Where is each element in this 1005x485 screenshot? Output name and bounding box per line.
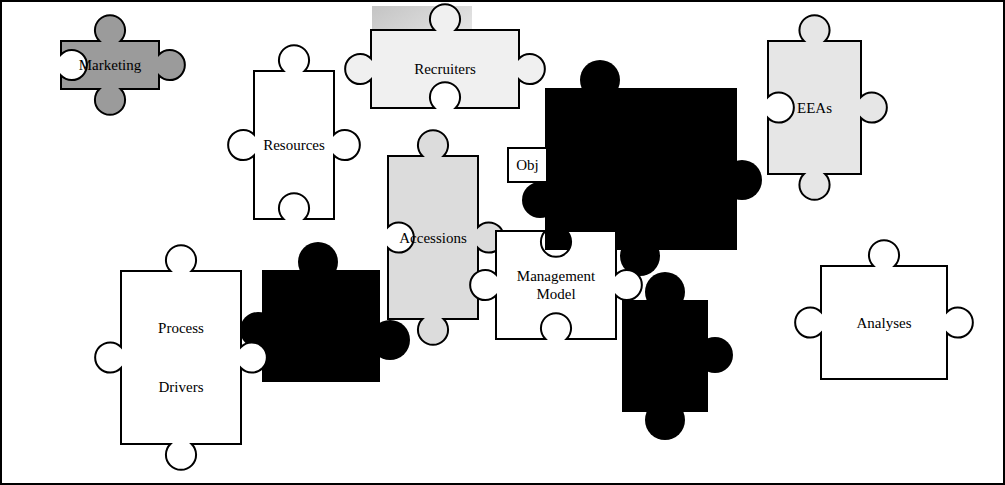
piece-body: Recruiters — [379, 38, 511, 100]
piece-shape — [795, 240, 973, 379]
piece-label: Obj — [516, 156, 539, 174]
puzzle-piece: EEAs — [742, 15, 887, 200]
puzzle-piece: Analyses — [795, 240, 973, 405]
piece-label: Analyses — [857, 314, 912, 332]
piece-label: Resources — [263, 136, 325, 154]
piece-label: Management Model — [506, 267, 606, 303]
piece-shape — [228, 45, 360, 219]
piece-shape — [470, 231, 642, 339]
black-piece — [622, 272, 733, 440]
piece-label: Drivers — [159, 378, 204, 396]
piece-label: Process — [158, 319, 204, 337]
piece-label: Marketing — [79, 56, 141, 74]
puzzle-piece: ProcessDrivers — [95, 245, 267, 470]
piece-shape — [95, 245, 267, 470]
puzzle-piece: Resources — [228, 45, 360, 245]
piece-body: Analyses — [829, 274, 939, 371]
piece-shape — [768, 15, 887, 200]
piece-label: Accessions — [399, 229, 467, 247]
piece-body: Management Model — [504, 239, 608, 331]
black-piece — [522, 60, 762, 276]
piece-shape — [388, 130, 504, 345]
piece-body: ProcessDrivers — [129, 279, 233, 436]
puzzle-piece: Accessions — [362, 130, 504, 345]
piece-outline — [470, 205, 642, 365]
piece-label: Recruiters — [414, 60, 476, 78]
puzzle-piece: Recruiters — [345, 4, 545, 134]
piece-shape — [61, 15, 185, 115]
piece-shape — [508, 148, 547, 182]
puzzle-piece: Obj — [482, 122, 573, 208]
piece-shape — [345, 4, 545, 108]
piece-outline — [95, 245, 267, 470]
piece-body: Obj — [516, 156, 539, 174]
puzzle-piece: Marketing — [35, 15, 185, 115]
piece-label: EEAs — [797, 99, 832, 117]
piece-body: Accessions — [396, 164, 470, 311]
puzzle-piece: Management Model — [470, 205, 642, 365]
piece-body: Marketing — [69, 49, 151, 81]
piece-body: Resources — [262, 79, 326, 211]
piece-body: EEAs — [776, 49, 853, 166]
